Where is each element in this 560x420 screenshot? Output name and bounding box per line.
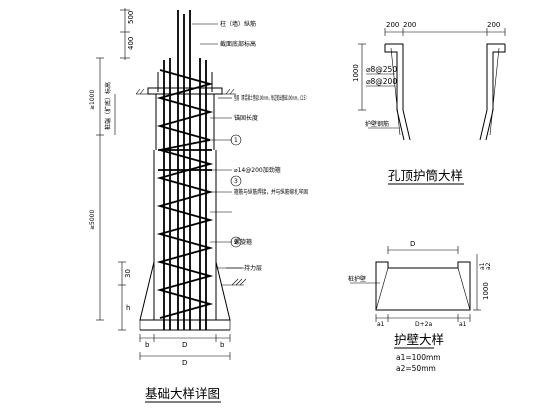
dim-a1-left: a1 <box>377 321 385 328</box>
marker-circle <box>230 236 242 248</box>
wall-section <box>375 261 471 311</box>
dim-D-top: D <box>410 240 415 248</box>
bar-8-200: ⌀8@200 <box>366 77 397 86</box>
dim-30: 30 <box>124 269 132 278</box>
label-concrete-cover: 垫层（素混凝土垫层100mm，每边宽出基础100mm，C15） <box>234 94 308 102</box>
dim-h: h <box>126 304 130 312</box>
dim-D-lower: D <box>182 359 187 367</box>
dim-D-upper: D <box>182 341 187 349</box>
dim-a2-side: a2 <box>485 262 492 270</box>
label-wall: 桩护壁 <box>348 275 366 283</box>
bar-8-250: ⌀8@250 <box>366 65 397 74</box>
bell-base <box>139 261 231 321</box>
casing-left-inner <box>385 43 411 141</box>
marker-2: 2 <box>234 239 238 246</box>
wall-detail: D a1 a2 1000 桩护壁 a1 D+2a a1 护壁大样 a1=100m… <box>348 240 492 373</box>
soil-hatch <box>135 88 247 286</box>
marker-circle <box>230 134 242 146</box>
casing-rebar <box>489 47 500 136</box>
label-column-main-bar: 柱（墙）纵筋 <box>220 20 256 28</box>
spiral-stirrup <box>156 69 214 319</box>
dim-200-right: 200 <box>487 21 500 29</box>
dim-D-plus-2a: D+2a <box>415 321 432 328</box>
hole-top-casing-detail: 200 200 200 1000 ⌀8@250 ⌀8@200 护壁钢筋 孔顶护筒… <box>352 21 506 185</box>
dim-500: 500 <box>127 11 135 24</box>
dim-200-mid: 200 <box>403 21 416 29</box>
marker-1: 1 <box>234 137 238 144</box>
dim-a1-right: a1 <box>459 321 467 328</box>
title-wall: 护壁大样 <box>394 332 444 347</box>
casing-right-inner <box>479 43 505 141</box>
dim-a1-side: a1 <box>479 262 486 270</box>
dim-ge-5000: ≥5000 <box>89 210 96 230</box>
casing-left-outer <box>384 44 405 141</box>
wall-taper <box>375 267 389 311</box>
label-casing-rebar: 护壁钢筋 <box>365 120 389 128</box>
cushion-layer <box>147 87 223 95</box>
label-spiral: 螺旋箍 <box>234 238 252 246</box>
dim-400: 400 <box>127 37 135 50</box>
title-hole-top: 孔顶护筒大样 <box>388 168 463 183</box>
label-weld-note: 箍筋与纵筋焊接，并与纵筋绑扎牢固 <box>234 188 308 196</box>
label-bearing-layer: 持力层 <box>244 264 262 272</box>
pile-detail: 500 400 ≥1000 ≥5000 30 h 柱（墙）纵筋 截面底部标高 垫… <box>89 8 308 403</box>
note-a2: a2=50mm <box>396 364 436 373</box>
dim-200-left: 200 <box>386 21 399 29</box>
dim-1000: 1000 <box>352 64 360 82</box>
dim-b-left: b <box>145 341 150 349</box>
label-section-bottom: 截面底部标高 <box>220 40 256 48</box>
casing-right-outer <box>485 44 506 141</box>
dim-1000-wall: 1000 <box>482 282 490 300</box>
dim-b-right: b <box>220 341 225 349</box>
wall-taper <box>457 267 471 311</box>
dim-ge-1000: ≥1000 <box>89 90 96 110</box>
title-foundation: 基础大样详图 <box>145 386 220 401</box>
marker-circle <box>230 175 242 187</box>
casing-rebar <box>390 47 401 136</box>
label-bottom-elevation: 桩端（扩底）标高 <box>104 82 112 130</box>
marker-3: 3 <box>234 178 238 185</box>
label-stirrup: ⌀14@200加劲箍 <box>234 166 281 174</box>
note-a1: a1=100mm <box>396 353 441 362</box>
label-anchorage: 锚固长度 <box>234 114 258 122</box>
